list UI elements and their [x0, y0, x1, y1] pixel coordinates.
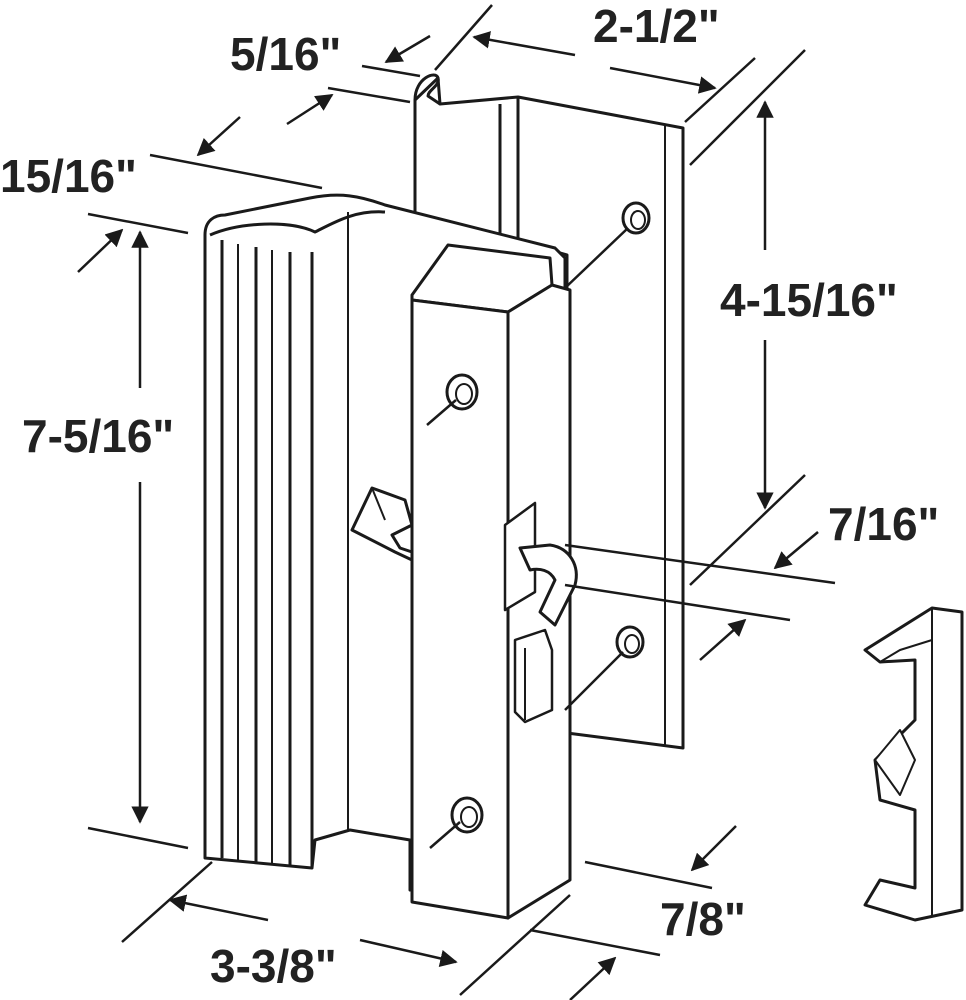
- dimension-label-3-3-8: 3-3/8": [210, 940, 337, 992]
- dimension-labels: 5/16" 2-1/2" 15/16" 4-15/16" 7-5/16" 7/1…: [0, 0, 939, 992]
- dimension-label-2-1-2: 2-1/2": [593, 0, 720, 52]
- arrow-7-8-lower: [569, 956, 617, 1000]
- arrow-15-16-lower: [77, 228, 124, 273]
- face-plate: [410, 243, 578, 920]
- arrow-15-16-upper: [196, 116, 241, 157]
- arrow-2-1-2-left: [472, 31, 576, 57]
- arrow-2-1-2-right: [609, 66, 717, 94]
- dimension-label-5-16: 5/16": [230, 28, 341, 80]
- dimension-label-7-8: 7/8": [660, 893, 746, 945]
- dimension-label-4-15-16: 4-15/16": [720, 274, 898, 326]
- arrow-3-3-8-left: [168, 894, 269, 922]
- dimension-label-7-5-16: 7-5/16": [22, 410, 174, 462]
- arrow-5-16-right: [286, 93, 334, 126]
- arrow-7-16-upper: [773, 531, 819, 570]
- clip-piece: [863, 606, 964, 922]
- latch-lever: [350, 486, 414, 562]
- dimension-arrows: [77, 31, 819, 1000]
- dimension-label-7-16: 7/16": [828, 498, 939, 550]
- arrow-5-16-left: [384, 34, 431, 64]
- arrow-3-3-8-right: [359, 938, 458, 968]
- mounting-plate: [413, 73, 685, 750]
- dimension-label-15-16: 15/16": [0, 150, 137, 202]
- arrow-7-16-lower: [699, 618, 747, 661]
- extension-lines: [87, 4, 836, 996]
- arrow-7-8-upper: [690, 825, 737, 872]
